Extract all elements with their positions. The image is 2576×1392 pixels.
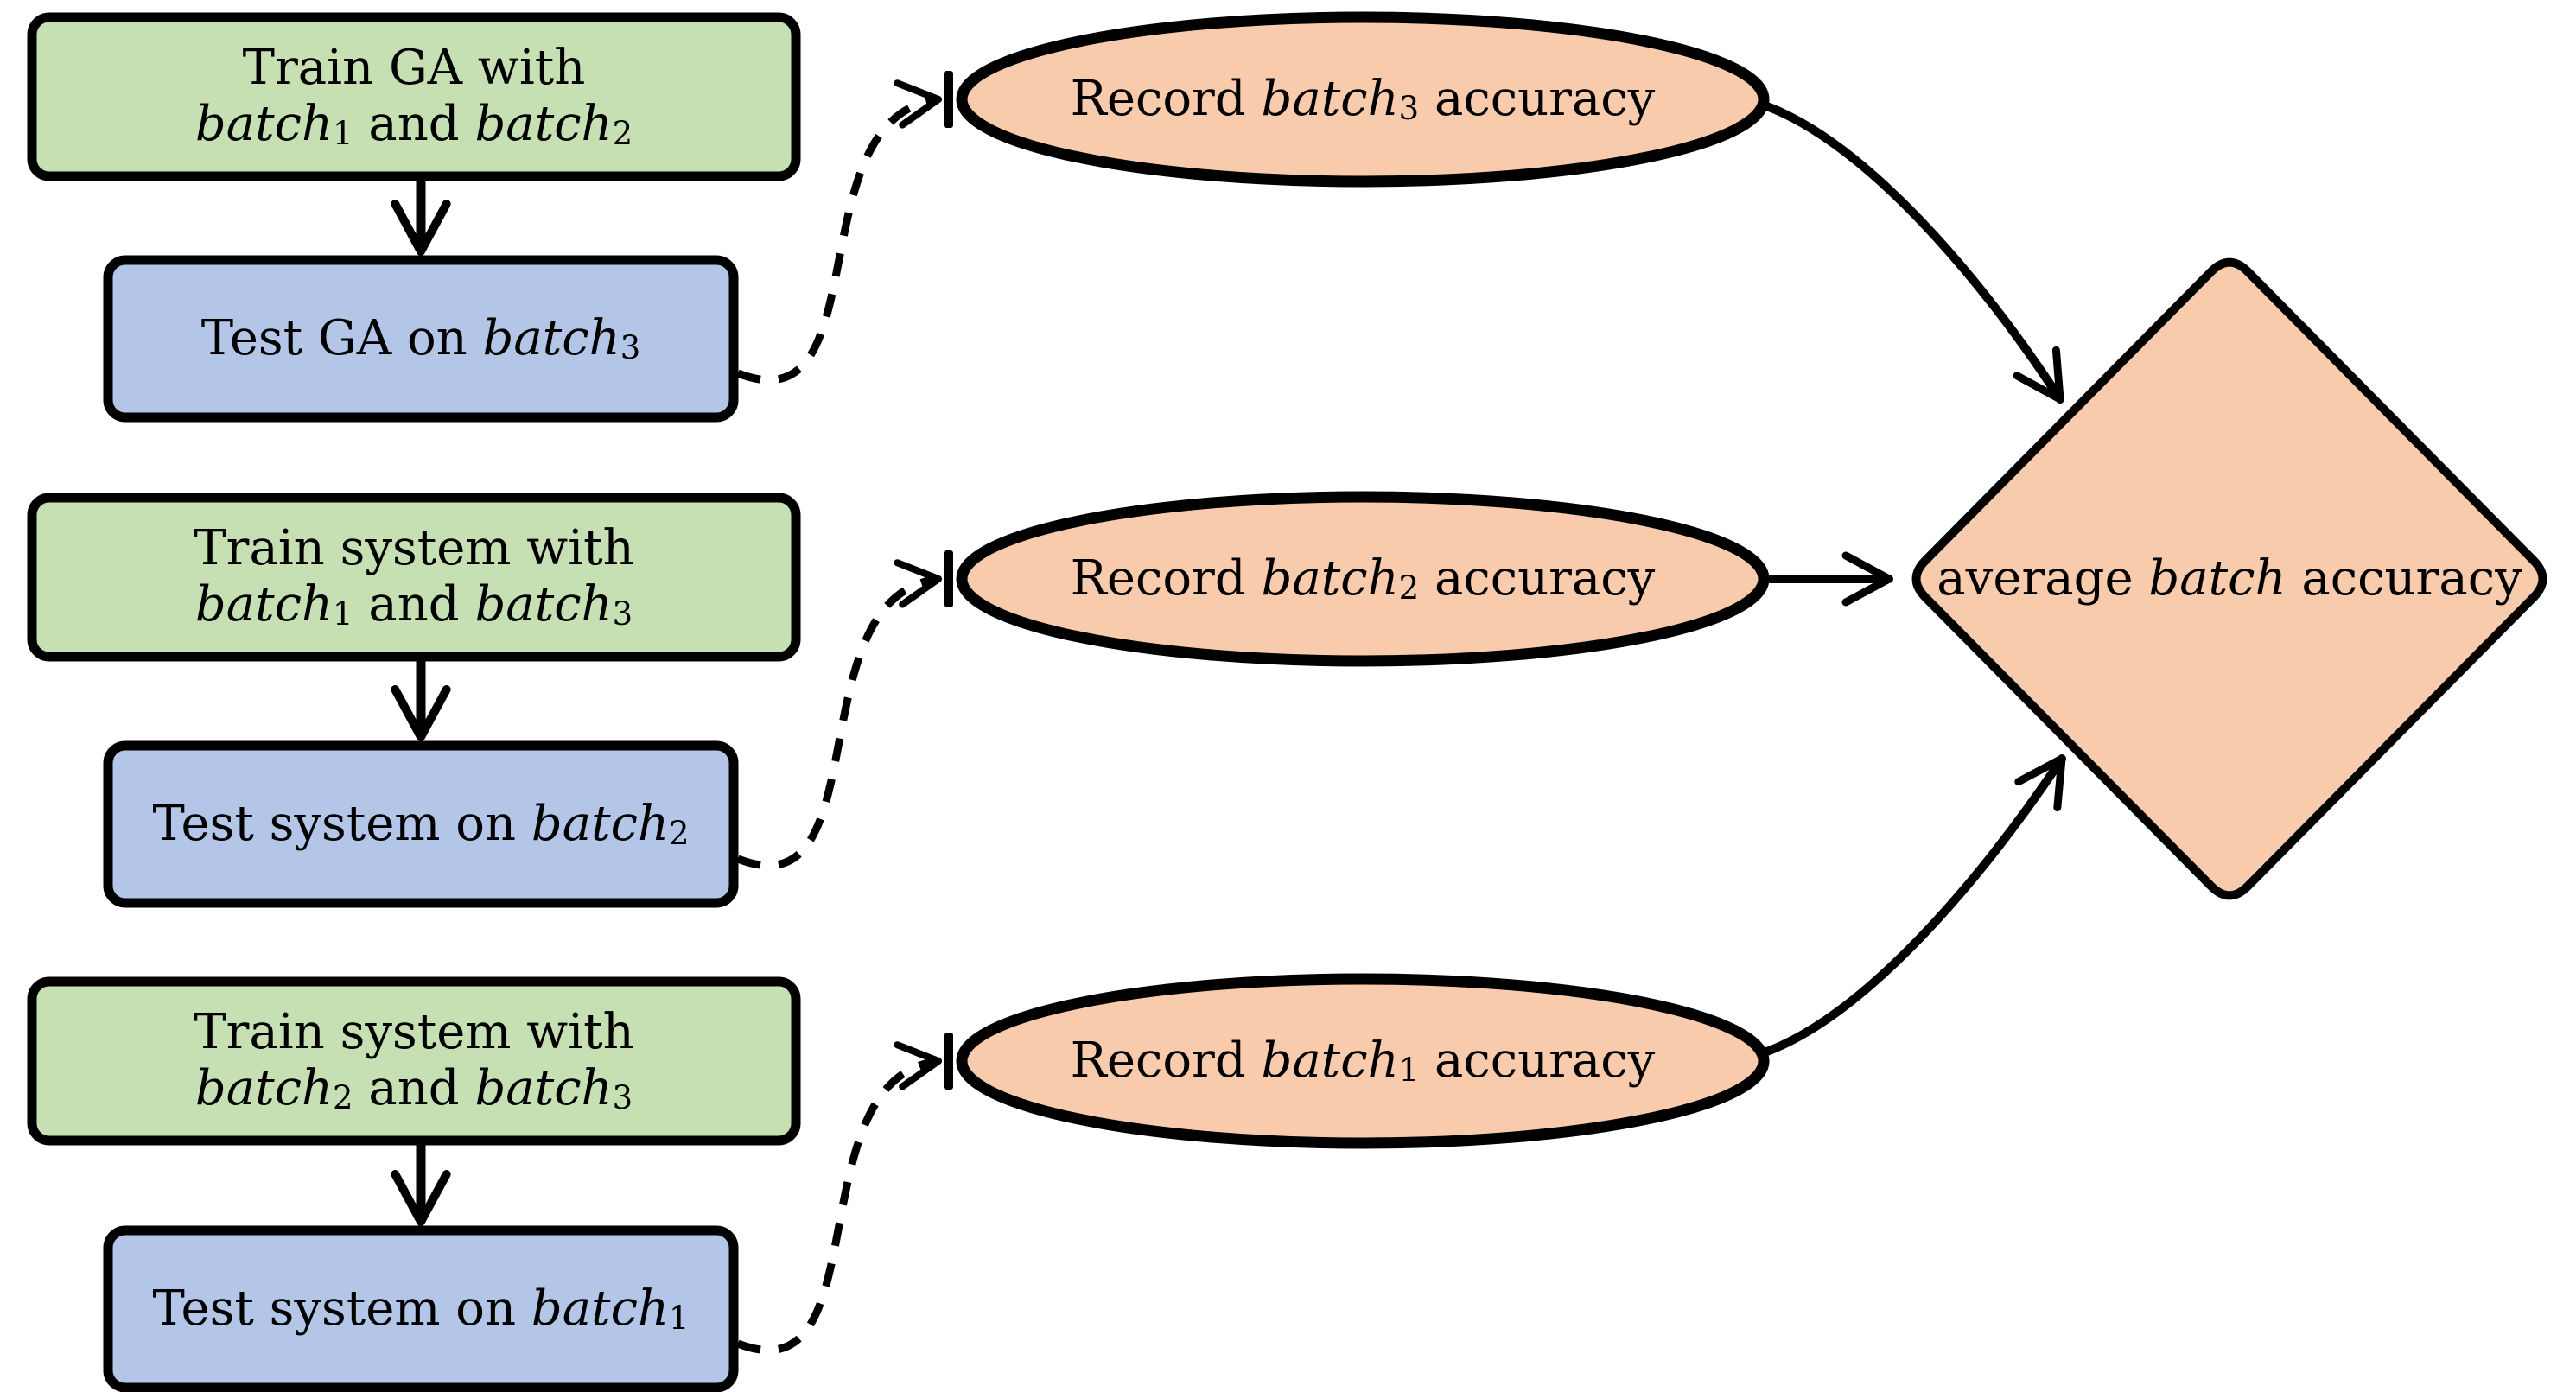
record3-to-average-arrow [1760, 754, 2066, 1057]
average-diamond-node [1911, 257, 2547, 900]
record-node-3 [956, 973, 1770, 1149]
test2-to-record2-dashed-arrow [736, 559, 943, 870]
train-node-2 [27, 493, 801, 662]
record1-to-average-arrow [1760, 101, 2064, 404]
record3-arrow-bar [944, 1033, 953, 1090]
record-node-1 [956, 11, 1770, 188]
record1-arrow-bar [944, 71, 953, 128]
test-node-3 [103, 1225, 739, 1392]
test1-to-record1-dashed-arrow [736, 79, 943, 385]
train-node-1 [27, 12, 801, 181]
test-node-2 [103, 740, 739, 908]
record-node-2 [956, 491, 1770, 667]
record2-arrow-bar [944, 550, 953, 607]
test3-to-record3-dashed-arrow [736, 1041, 943, 1355]
train-node-3 [27, 976, 801, 1146]
test-node-1 [103, 255, 739, 423]
